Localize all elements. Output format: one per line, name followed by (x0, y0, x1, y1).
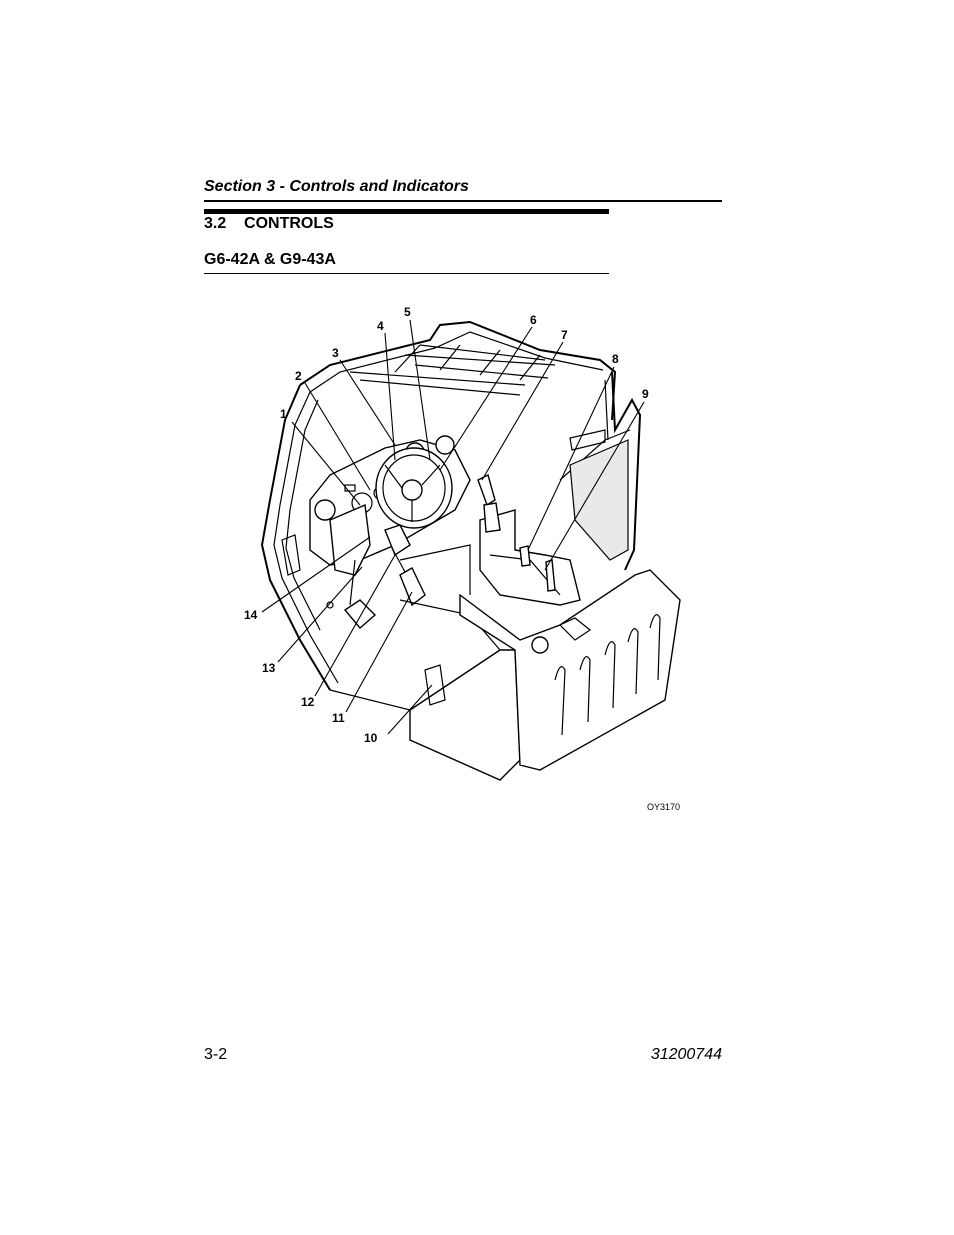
callout-12: 12 (301, 695, 315, 709)
callout-8: 8 (612, 352, 619, 366)
model-title: G6-42A & G9-43A (204, 251, 336, 268)
callout-11: 11 (332, 711, 345, 725)
callout-2: 2 (295, 369, 302, 383)
model-rule (204, 273, 609, 274)
document-number: 31200744 (650, 1046, 722, 1063)
page-number: 3-2 (204, 1046, 228, 1063)
callout-1: 1 (280, 407, 287, 421)
callout-leaders (261, 319, 645, 735)
callout-5: 5 (404, 305, 411, 319)
header-rule (204, 200, 722, 202)
figure-id: OY3170 (647, 802, 680, 812)
subsection-title: 3.2 CONTROLS (204, 215, 334, 232)
callout-9: 9 (642, 387, 649, 401)
callout-6: 6 (530, 313, 537, 327)
callout-10: 10 (364, 731, 378, 745)
callout-7: 7 (561, 328, 568, 342)
section-header: Section 3 - Controls and Indicators (204, 178, 469, 195)
callout-14: 14 (244, 608, 258, 622)
callout-13: 13 (262, 661, 276, 675)
callout-3: 3 (332, 346, 339, 360)
callout-labels: 1 2 3 4 5 6 7 8 9 10 11 12 13 14 OY3170 (244, 305, 680, 812)
subsection-rule (204, 209, 609, 214)
callout-4: 4 (377, 319, 384, 333)
cab-illustration (260, 320, 681, 781)
